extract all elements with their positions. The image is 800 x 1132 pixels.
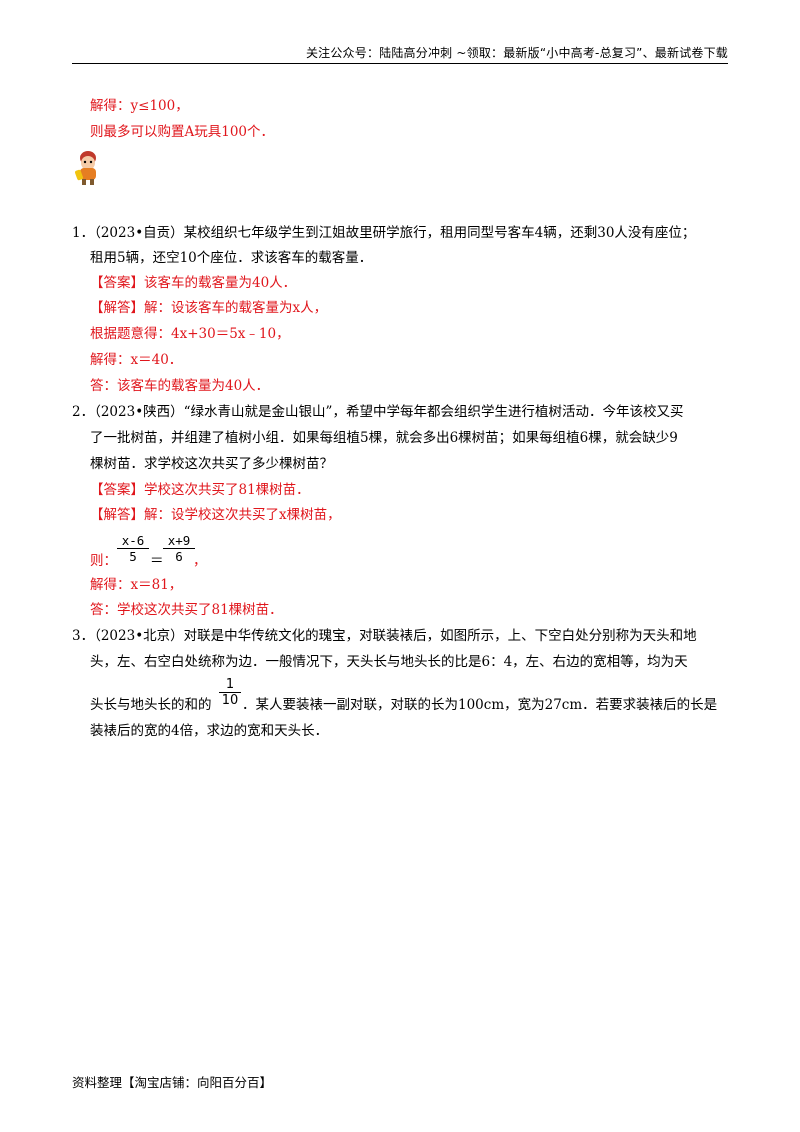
- q3-line4: 装裱后的宽的4倍，求边的宽和天头长．: [90, 723, 329, 739]
- q2-answer: 【答案】学校这次共买了81棵树苗．: [90, 482, 310, 498]
- q3-line3-pre: 头长与地头长的和的: [90, 697, 212, 713]
- q3-line3-post: ．某人要装裱一副对联，对联的长为100cm，宽为27cm．若要求装裱后的长是: [242, 697, 718, 713]
- q1-conclusion: 答：该客车的载客量为40人．: [90, 378, 270, 394]
- q1-line1: 1．（2023•自贡）某校组织七年级学生到江姐故里研学旅行，租用同型号客车4辆，…: [72, 225, 696, 241]
- mascot-icon: [75, 151, 96, 185]
- q2-fraction-left: x-6 5: [117, 533, 149, 565]
- q2-frac2-denominator: 6: [175, 549, 183, 564]
- q3-line1: 3．（2023•北京）对联是中华传统文化的瑰宝，对联装裱后，如图所示，上、下空白…: [72, 628, 697, 644]
- page-header: 关注公众号：陆陆高分冲刺 ~领取：最新版“小中高考-总复习”、最新试卷下载: [305, 46, 728, 60]
- q2-fraction-right: x+9 6: [163, 533, 195, 565]
- q1-answer: 【答案】该客车的载客量为40人．: [90, 275, 297, 291]
- q3-frac-denominator: 10: [221, 693, 239, 708]
- intro-result: 解得：y≤100，: [90, 98, 189, 114]
- q1-line2: 租用5辆，还空10个座位．求该客车的载客量．: [90, 250, 373, 266]
- q2-solution: 【解答】解：设学校这次共买了x棵树苗，: [90, 507, 341, 523]
- q2-frac1-denominator: 5: [129, 549, 137, 564]
- q1-result: 解得：x＝40．: [90, 352, 183, 368]
- q2-frac1-numerator: x-6: [117, 533, 149, 549]
- q2-line2: 了一批树苗，并组建了植树小组．如果每组植5棵，就会多出6棵树苗；如果每组植6棵，…: [90, 430, 678, 446]
- q1-equation: 根据题意得：4x+30＝5x﹣10，: [90, 326, 290, 342]
- header-rule: [72, 63, 728, 64]
- q2-eq-suffix: ，: [193, 553, 207, 569]
- page-footer: 资料整理【淘宝店铺：向阳百分百】: [72, 1075, 273, 1090]
- q2-line1: 2．（2023•陕西）“绿水青山就是金山银山”，希望中学每年都会组织学生进行植树…: [72, 404, 684, 420]
- q2-line3: 棵树苗．求学校这次共买了多少棵树苗？: [90, 456, 333, 472]
- q3-line2: 头，左、右空白处统称为边．一般情况下，天头长与地头长的比是6：4，左、右边的宽相…: [90, 654, 688, 670]
- q2-result: 解得：x＝81，: [90, 577, 183, 593]
- intro-conclusion: 则最多可以购置A玩具100个．: [90, 124, 275, 140]
- q3-fraction: 1 10: [219, 677, 241, 709]
- q1-solution: 【解答】解：设该客车的载客量为x人，: [90, 300, 328, 316]
- q2-eq-prefix: 则：: [90, 553, 117, 569]
- q2-conclusion: 答：学校这次共买了81棵树苗．: [90, 602, 283, 618]
- q3-frac-numerator: 1: [219, 677, 241, 693]
- q2-frac2-numerator: x+9: [163, 533, 195, 549]
- q2-eq-sign: ＝: [150, 553, 164, 569]
